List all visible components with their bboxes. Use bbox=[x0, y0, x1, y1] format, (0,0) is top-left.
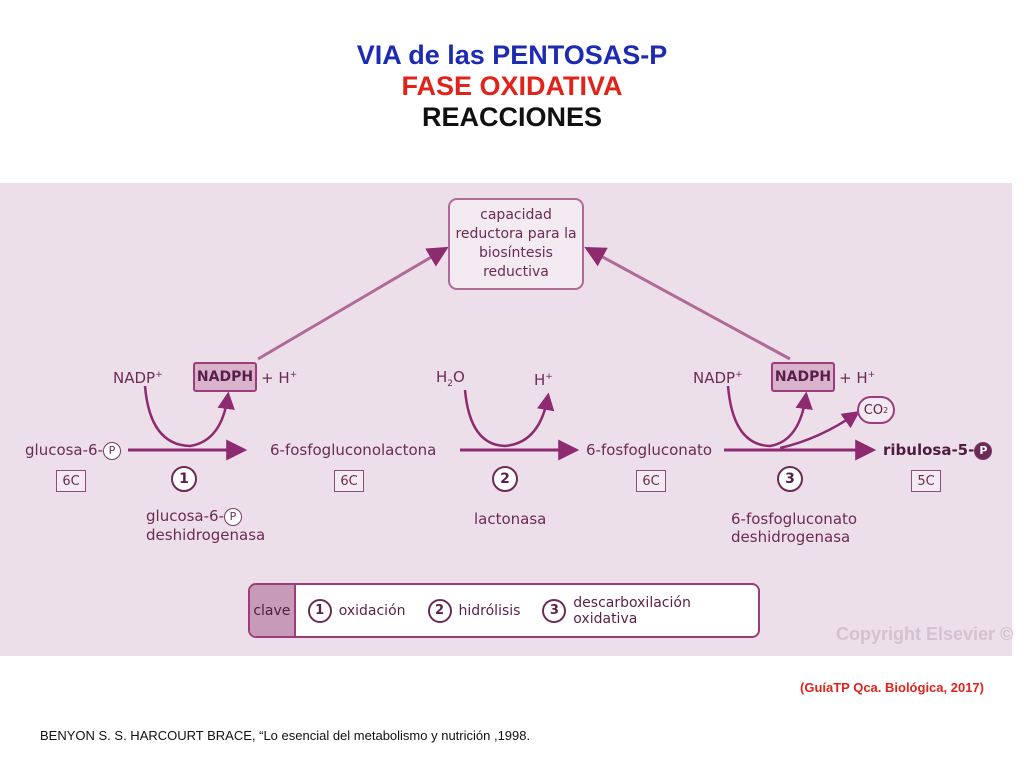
key-text: hidrólisis bbox=[458, 602, 521, 619]
key-item-2: 2 hidrólisis bbox=[427, 598, 521, 623]
key-number: 1 bbox=[307, 598, 332, 623]
title-line-3: REACCIONES bbox=[421, 102, 603, 132]
phosphate-icon: P bbox=[974, 441, 993, 460]
step-circle-2: 2 bbox=[492, 466, 518, 492]
water-label: H2O bbox=[436, 368, 465, 389]
nadp-label-3: NADP+ bbox=[693, 369, 743, 387]
title-line-2: FASE OXIDATIVA bbox=[401, 71, 623, 101]
carbon-box-lactone: 6C bbox=[334, 470, 364, 492]
compound-lactone: 6-fosfogluconolactona bbox=[270, 441, 437, 459]
title-line-1: VIA de las PENTOSAS-P bbox=[356, 40, 668, 70]
nadp-label-1: NADP+ bbox=[113, 369, 163, 387]
arrow-nadph2-to-capacity bbox=[584, 246, 791, 361]
h-plus-1: + H+ bbox=[261, 369, 298, 387]
pathway-arrows bbox=[128, 246, 877, 461]
step-circle-3: 3 bbox=[777, 466, 803, 492]
step-circle-1: 1 bbox=[171, 466, 197, 492]
compound-gluconate: 6-fosfogluconato bbox=[586, 441, 713, 459]
enzyme-2: lactonasa bbox=[474, 510, 547, 528]
arrow-nadph1-to-capacity bbox=[257, 246, 449, 361]
capacity-text: capacidad reductora para la biosíntesis … bbox=[455, 207, 577, 280]
phosphate-icon: P bbox=[103, 441, 121, 460]
key-text: descarboxilación oxidativa bbox=[573, 594, 691, 627]
curve-nadp-1 bbox=[143, 385, 235, 448]
key-item-3: 3 descarboxilación oxidativa bbox=[542, 595, 758, 627]
proton-label: H+ bbox=[534, 371, 553, 389]
citation: (GuíaTP Qca. Biológica, 2017) bbox=[800, 680, 984, 695]
key-number: 2 bbox=[427, 598, 452, 623]
curve-co2 bbox=[779, 410, 860, 450]
phosphate-icon: P bbox=[224, 507, 242, 526]
key-number: 3 bbox=[542, 598, 567, 623]
h-plus-3: + H+ bbox=[839, 369, 876, 387]
carbon-box-gluconate: 6C bbox=[636, 470, 666, 492]
key-item-1: 1 oxidación bbox=[307, 598, 406, 623]
key-text: oxidación bbox=[338, 602, 406, 619]
curve-h2o-2 bbox=[463, 389, 555, 448]
compound-glucose-6-p: glucosa-6-P bbox=[25, 441, 121, 460]
legend-key: clave 1 oxidación 2 hidrólisis 3 descarb… bbox=[248, 583, 760, 638]
key-label: clave bbox=[250, 585, 296, 636]
copyright-watermark: Copyright Elsevier © bbox=[836, 624, 1014, 644]
nadph-box-1: NADPH bbox=[193, 362, 257, 392]
reference: BENYON S. S. HARCOURT BRACE, “Lo esencia… bbox=[40, 728, 531, 743]
nadph-box-3: NADPH bbox=[771, 362, 835, 392]
compound-ribulose-5-p: ribulosa-5-P bbox=[883, 441, 993, 460]
carbon-box-glucose: 6C bbox=[56, 470, 86, 492]
carbon-box-ribulose: 5C bbox=[911, 470, 941, 492]
title-block: VIA de las PENTOSAS-P FASE OXIDATIVA REA… bbox=[0, 40, 1024, 133]
capacity-box: capacidad reductora para la biosíntesis … bbox=[448, 198, 584, 290]
curve-nadp-3 bbox=[726, 385, 813, 448]
